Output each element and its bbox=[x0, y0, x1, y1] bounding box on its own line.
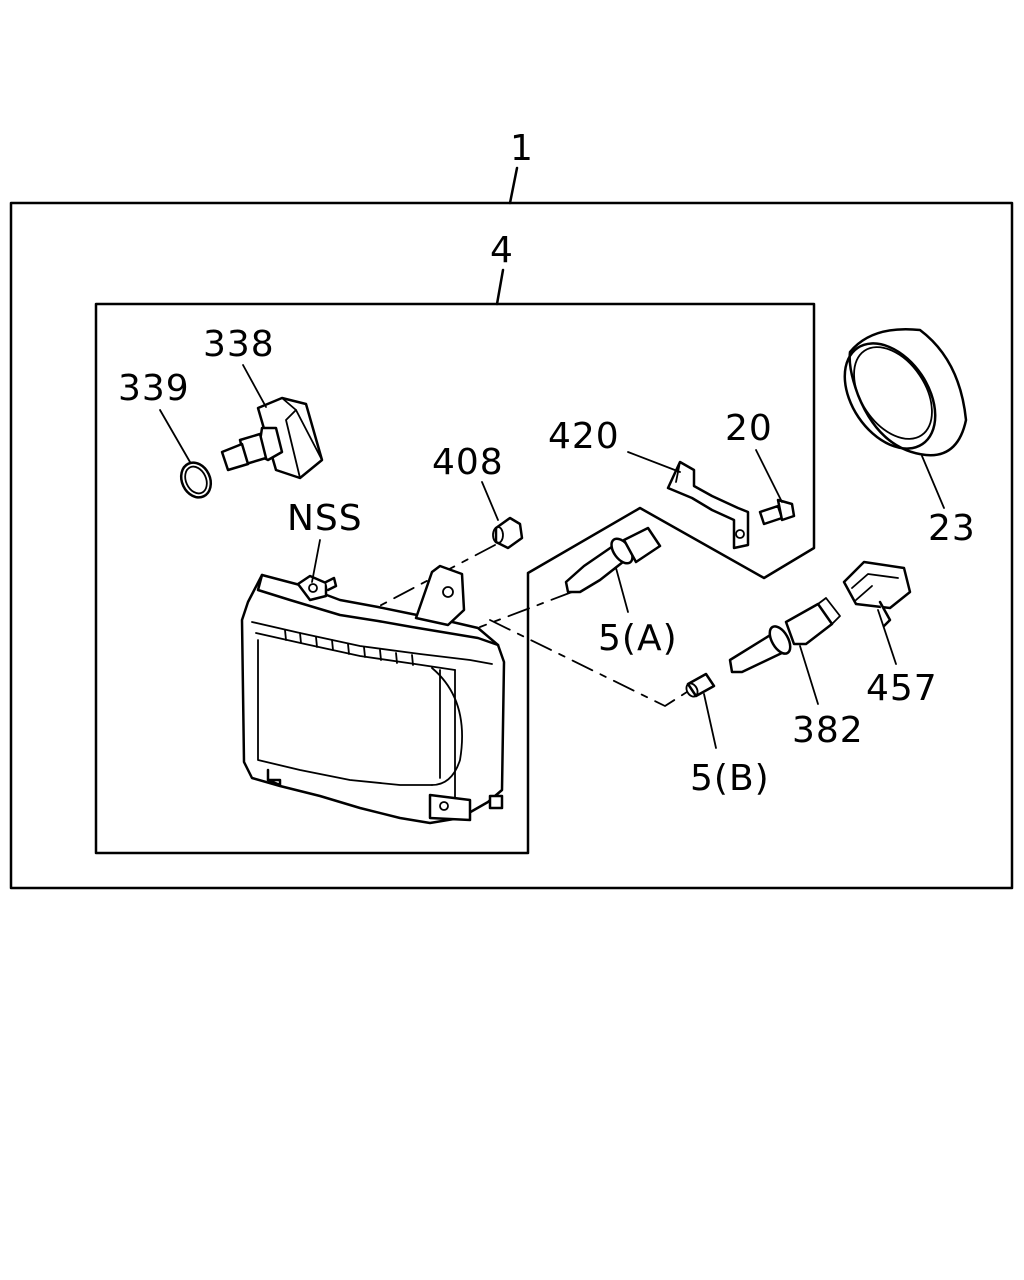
part-457 bbox=[842, 560, 912, 628]
part-5b bbox=[685, 672, 716, 698]
label-5b: 5(B) bbox=[690, 758, 770, 799]
assembly-frame bbox=[9, 201, 1014, 890]
o-ring-339 bbox=[179, 461, 213, 499]
leader-339 bbox=[159, 409, 191, 463]
leader-5a bbox=[479, 591, 573, 628]
label-nss: NSS bbox=[287, 498, 363, 539]
label-338: 338 bbox=[203, 324, 275, 365]
label-408: 408 bbox=[432, 442, 504, 483]
part-5a bbox=[564, 526, 662, 594]
part-408 bbox=[492, 516, 524, 550]
part-20 bbox=[758, 498, 796, 526]
leader-420 bbox=[627, 451, 681, 473]
leader-5b-label bbox=[703, 693, 717, 749]
label-5a: 5(A) bbox=[598, 618, 678, 659]
part-338 bbox=[220, 396, 324, 480]
leader-5a-label bbox=[615, 567, 629, 613]
leader-nss bbox=[311, 539, 321, 583]
leader-457 bbox=[877, 609, 897, 665]
part-23 bbox=[843, 328, 968, 457]
label-339: 339 bbox=[118, 368, 190, 409]
leader-382 bbox=[799, 645, 819, 705]
label-457: 457 bbox=[866, 668, 938, 709]
leader-338 bbox=[242, 364, 267, 408]
unit-frame bbox=[94, 302, 816, 855]
assembly-leader bbox=[508, 166, 519, 205]
part-420 bbox=[666, 460, 750, 550]
leader-408-label bbox=[481, 481, 499, 521]
part-382 bbox=[728, 597, 841, 674]
label-20: 20 bbox=[725, 408, 773, 449]
leader-5b bbox=[489, 619, 691, 707]
label-assembly: 1 bbox=[510, 128, 534, 169]
headlamp-housing bbox=[240, 564, 506, 825]
leader-23 bbox=[921, 455, 945, 509]
leader-20 bbox=[755, 449, 783, 503]
label-420: 420 bbox=[548, 416, 620, 457]
label-unit: 4 bbox=[490, 230, 514, 271]
label-23: 23 bbox=[928, 508, 976, 549]
unit-leader bbox=[495, 268, 505, 306]
label-382: 382 bbox=[792, 710, 864, 751]
